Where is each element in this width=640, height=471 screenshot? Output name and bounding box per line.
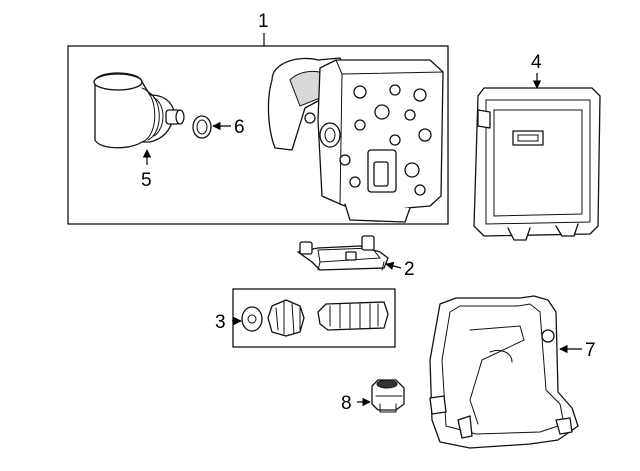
part-8-grommet — [371, 379, 405, 413]
kit-3-frame — [232, 288, 396, 348]
callout-7: 7 — [585, 340, 596, 361]
callout-5: 5 — [141, 170, 152, 191]
part-7-cover — [429, 295, 579, 449]
part-5-canister — [93, 72, 185, 149]
part-4-control-module — [473, 87, 601, 241]
part-2-bracket — [297, 235, 389, 271]
callout-4: 4 — [531, 52, 542, 73]
callout-2: 2 — [404, 259, 415, 280]
part-3-kit — [241, 299, 389, 337]
callout-1: 1 — [258, 11, 269, 32]
callout-8: 8 — [341, 393, 352, 414]
assembly-1-frame — [67, 45, 449, 225]
part-6-o-ring — [192, 115, 212, 139]
callout-3: 3 — [215, 312, 226, 333]
leader-2 — [385, 261, 402, 271]
callout-6: 6 — [234, 117, 245, 138]
part-1-abs-modulator — [267, 57, 444, 223]
